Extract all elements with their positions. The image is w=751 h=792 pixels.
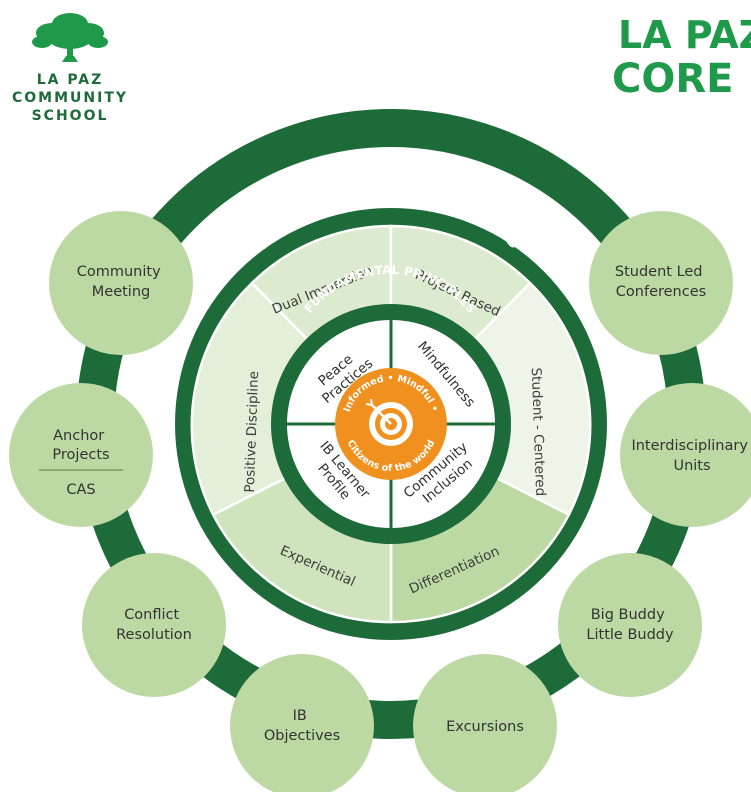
school-logo: LA PAZ COMMUNITY SCHOOL — [12, 13, 128, 124]
bubble-excursions: Excursions — [413, 654, 557, 792]
student-led-line-2: Conferences — [616, 284, 706, 300]
svg-text:IB Objectives: IB Objectives — [264, 708, 340, 744]
page-heading: LA PAZ CORE — [612, 13, 751, 102]
community-meeting-line-2: Meeting — [92, 284, 150, 300]
bubble-community-meeting: Community Meeting — [49, 211, 193, 355]
bubble-conflict-resolution: Conflict Resolution — [82, 553, 226, 697]
bubble-anchor-projects: Anchor Projects CAS — [9, 383, 153, 527]
label-student-centered: Student - Centered — [528, 367, 548, 496]
svg-text:Big Buddy Little Buddy: Big Buddy Little Buddy — [586, 607, 674, 643]
center-badge: Informed • Mindful • Citizens of the wor… — [335, 368, 447, 480]
bubble-ib-objectives: IB Objectives — [230, 654, 374, 792]
logo-line-1: LA PAZ — [37, 72, 104, 88]
community-meeting-line-1: Community — [77, 264, 161, 280]
svg-text:Anchor Projects: Anchor Projects — [52, 428, 109, 463]
label-positive-discipline: Positive Discipline — [242, 371, 262, 493]
logo-line-2: COMMUNITY — [12, 90, 128, 106]
excursions-label: Excursions — [446, 719, 524, 735]
conflict-resolution-line-1: Conflict — [124, 607, 179, 623]
ib-objectives-line-2: Objectives — [264, 728, 340, 744]
svg-text:Interdisciplinary Units: Interdisciplinary Units — [631, 438, 751, 474]
conflict-resolution-line-2: Resolution — [116, 627, 192, 643]
ib-objectives-line-1: IB — [293, 708, 307, 724]
svg-text:Conflict Resolution: Conflict Resolution — [116, 607, 192, 643]
heading-line-1: LA PAZ — [618, 13, 751, 57]
interdisciplinary-line-2: Units — [673, 458, 710, 474]
bubble-big-buddy-little-buddy: Big Buddy Little Buddy — [558, 553, 702, 697]
anchor-projects-line-1: Anchor — [53, 428, 104, 444]
interdisciplinary-line-1: Interdisciplinary — [631, 438, 748, 454]
tree-icon — [32, 13, 108, 62]
big-buddy-line-1: Big Buddy — [591, 607, 665, 623]
anchor-projects-line-2: Projects — [52, 447, 109, 463]
svg-text:Student Led Conferences: Student Led Conferences — [615, 264, 707, 300]
heading-line-2: CORE — [612, 56, 733, 102]
bubble-interdisciplinary-units: Interdisciplinary Units — [620, 383, 751, 527]
big-buddy-line-2: Little Buddy — [586, 627, 674, 643]
target-icon — [365, 398, 413, 446]
svg-text:Community Meeting: Community Meeting — [77, 264, 166, 300]
logo-line-3: SCHOOL — [32, 108, 109, 124]
bubble-student-led-conferences: Student Led Conferences — [589, 211, 733, 355]
student-led-line-1: Student Led — [615, 264, 703, 280]
cas-label: CAS — [66, 482, 95, 498]
